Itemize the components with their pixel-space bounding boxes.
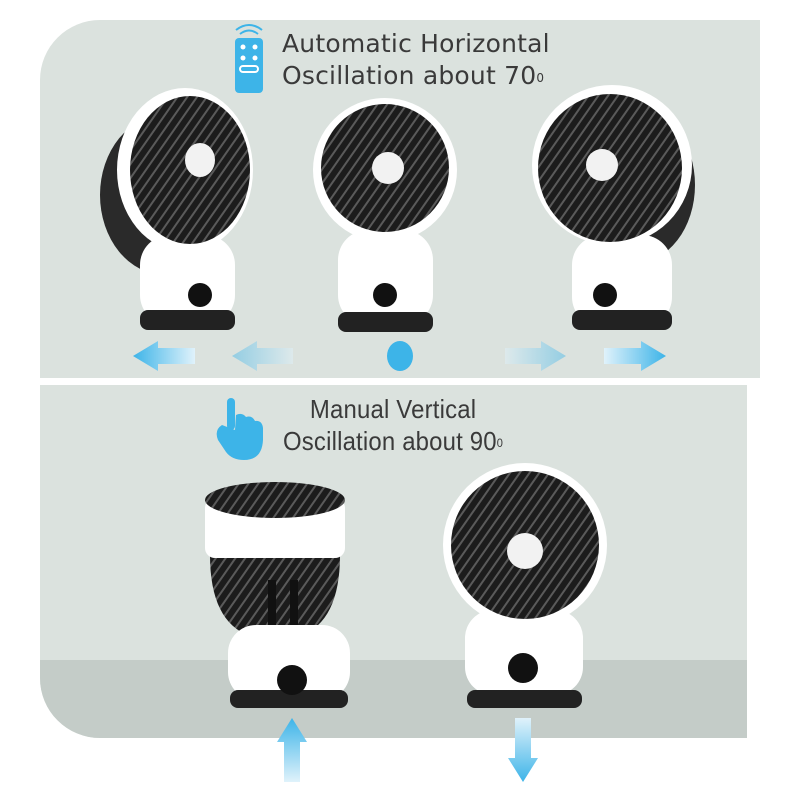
fan-tilted-up xyxy=(205,482,350,708)
arrow-up-icon xyxy=(277,718,307,782)
bottom-panel xyxy=(40,385,747,738)
remote-control-icon xyxy=(235,24,263,93)
arrow-down-icon xyxy=(508,718,538,782)
title-line-1: Manual Vertical xyxy=(309,394,477,424)
floor-band xyxy=(40,660,747,738)
title-line-1: Automatic Horizontal xyxy=(282,29,550,58)
title-line-2: Oscillation about 700 xyxy=(282,61,545,90)
arrow-right-icon xyxy=(604,341,666,371)
horizontal-oscillation-title: Automatic Horizontal Oscillation about 7… xyxy=(282,28,550,92)
vertical-oscillation-title: Manual Vertical Oscillation about 900 xyxy=(283,393,503,457)
direction-arrows-horizontal xyxy=(133,341,666,371)
fan-left-rotated xyxy=(100,88,253,330)
fan-right-rotated xyxy=(532,85,695,330)
title-line-2: Oscillation about 900 xyxy=(283,426,504,456)
fan-facing-forward xyxy=(443,463,607,708)
arrow-left-faded-icon xyxy=(232,341,293,371)
pointing-hand-icon xyxy=(216,398,263,460)
arrow-left-icon xyxy=(133,341,195,371)
arrow-right-faded-icon xyxy=(505,341,566,371)
fan-center xyxy=(313,98,457,332)
center-dot-icon xyxy=(387,341,413,371)
